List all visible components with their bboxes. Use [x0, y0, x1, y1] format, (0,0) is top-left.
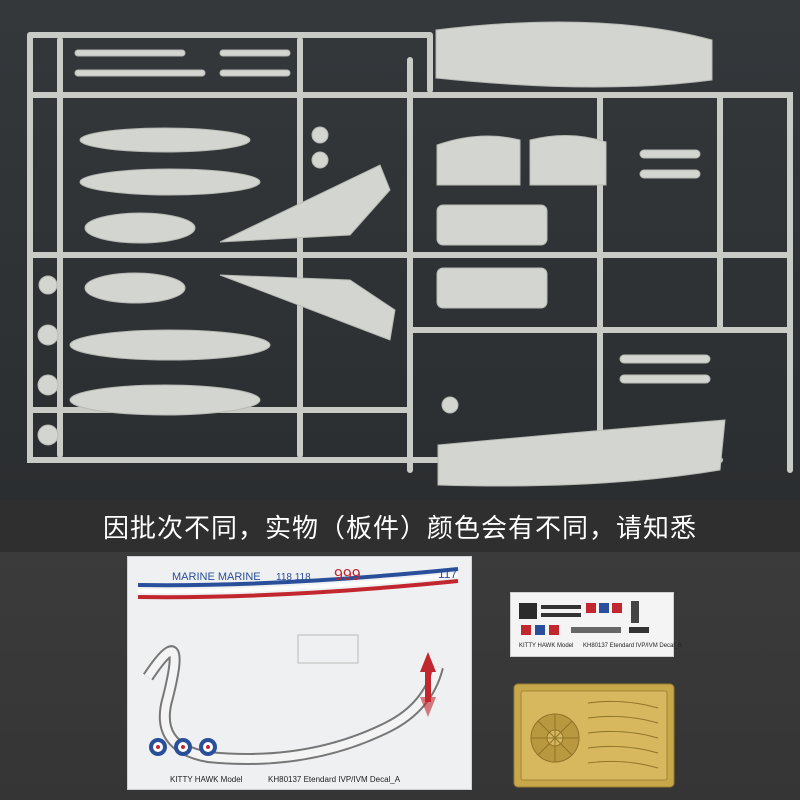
fuselage-half — [435, 21, 713, 88]
wheel-part — [37, 374, 59, 396]
decal-sheet-b: KITTY HAWK Model KH80137 Etendard IVP/IV… — [510, 592, 682, 657]
fuel-tank-part — [79, 127, 251, 153]
wheel-part — [37, 424, 59, 446]
photo-etch-artwork — [513, 683, 675, 788]
fuel-tank-part — [69, 329, 271, 361]
intake-part — [529, 134, 607, 186]
wing-part — [219, 164, 391, 243]
codes-top: 118 118 — [276, 572, 311, 583]
fuel-tank-part — [84, 272, 186, 304]
photo-etch-fret — [513, 683, 675, 788]
code-999: 999 — [334, 567, 361, 584]
fuselage-half — [437, 419, 726, 487]
decal-sheet-a: MARINE MARINE 118 118 999 117 KITTY HAWK… — [127, 556, 472, 790]
decal-b-sheet-label: KH80137 Etendard IVP/IVM Decal_B — [583, 643, 683, 649]
wheel-part — [441, 396, 459, 414]
decal-sheet-b-artwork — [519, 601, 649, 635]
fuel-tank-part — [84, 212, 196, 244]
notice-text: 因批次不同，实物（板件）颜色会有不同，请知悉 — [102, 513, 697, 544]
fuel-tank-part — [69, 384, 261, 416]
decal-b-brand: KITTY HAWK Model — [519, 643, 574, 649]
engine-part — [436, 267, 548, 309]
roundel-group — [149, 738, 217, 756]
wing-part — [219, 274, 396, 341]
marine-text: MARINE MARINE — [172, 571, 261, 583]
decal-a-brand: KITTY HAWK Model — [170, 775, 243, 784]
sprue-photo — [0, 0, 800, 500]
decal-sheet-a-artwork — [137, 567, 459, 765]
wheel-part — [38, 275, 58, 295]
wheel-part — [311, 126, 329, 144]
decal-a-sheet-label: KH80137 Etendard IVP/IVM Decal_A — [268, 775, 401, 784]
notice-banner: 因批次不同，实物（板件）颜色会有不同，请知悉 — [0, 500, 800, 552]
wheel-part — [37, 324, 59, 346]
intake-part — [436, 135, 521, 186]
engine-part — [436, 204, 548, 246]
fuel-tank-part — [79, 168, 261, 196]
code-117: 117 — [438, 567, 458, 581]
wheel-part — [311, 151, 329, 169]
sprue-illustration — [27, 21, 793, 487]
